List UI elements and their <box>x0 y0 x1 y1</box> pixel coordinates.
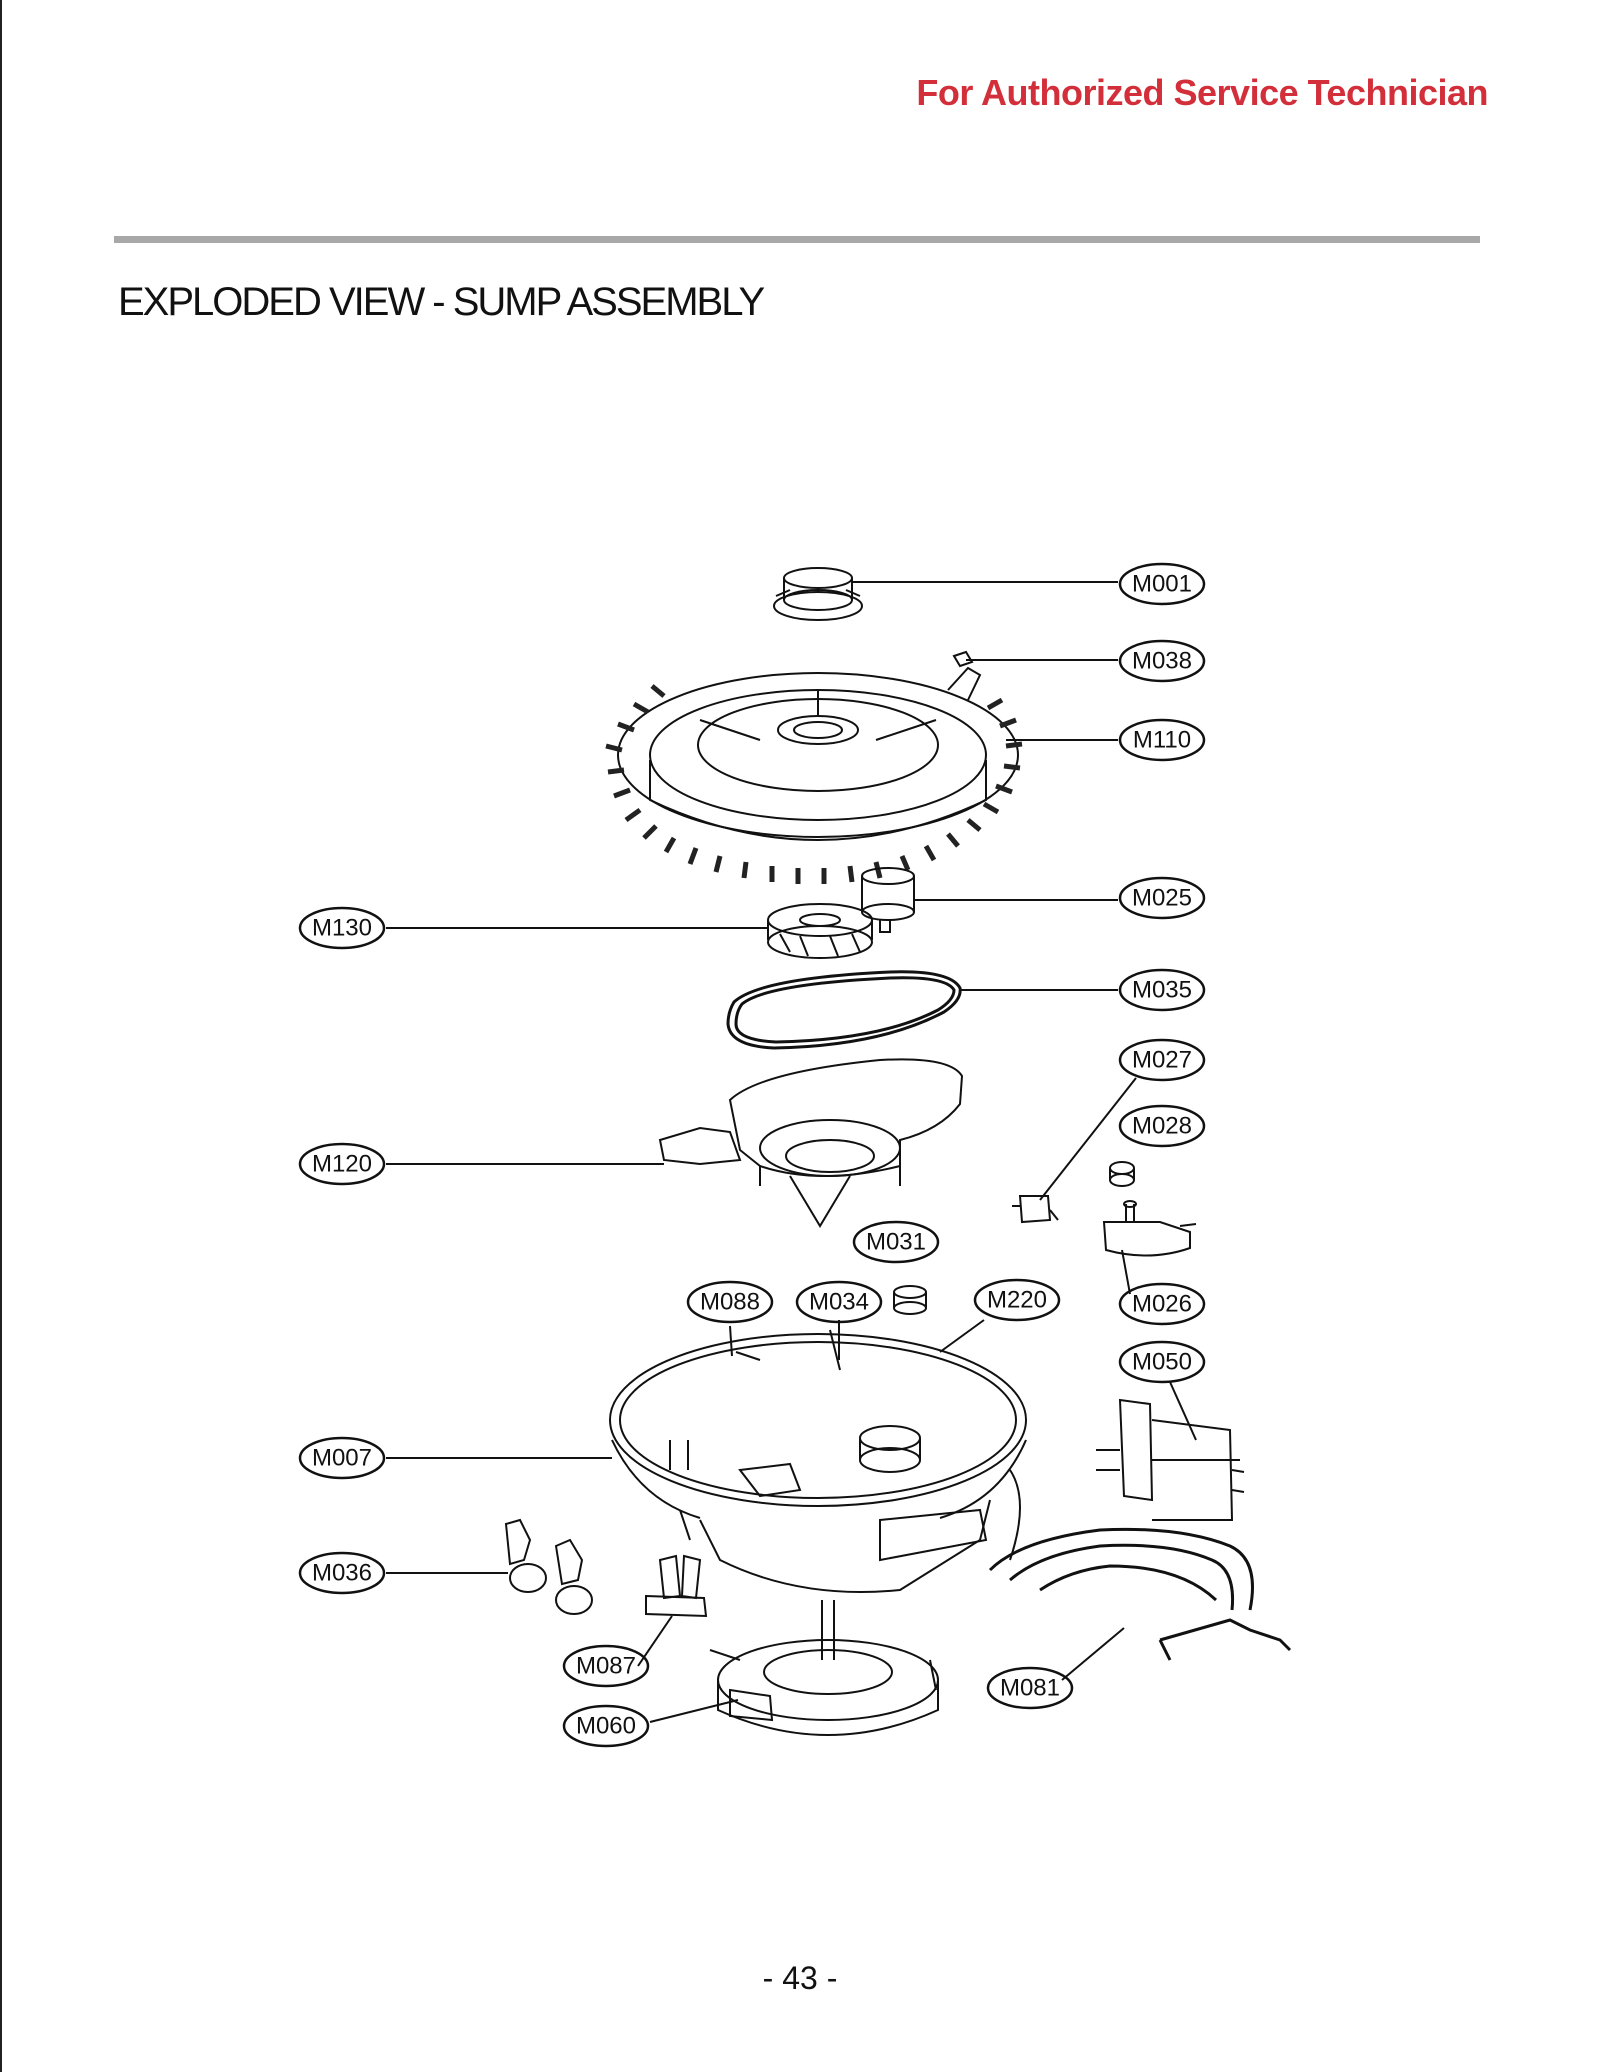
part-m130 <box>767 903 873 959</box>
callout-m034: M034 <box>809 1289 869 1316</box>
callout-m110: M110 <box>1133 727 1191 754</box>
part-m007 <box>609 1329 1027 1593</box>
callout-m088: M088 <box>700 1289 760 1316</box>
part-m028 <box>1109 1161 1135 1187</box>
part-m031 <box>893 1285 927 1315</box>
callout-m026: M026 <box>1132 1291 1192 1318</box>
callout-m120: M120 <box>312 1151 372 1178</box>
callout-bubbles <box>298 562 1206 1748</box>
callout-m220: M220 <box>987 1287 1047 1314</box>
part-m050 <box>1096 1398 1245 1521</box>
callout-m027: M027 <box>1132 1047 1192 1074</box>
part-m027 <box>1012 1195 1059 1224</box>
callout-m001: M001 <box>1132 571 1192 598</box>
part-m087 <box>645 1554 708 1618</box>
part-m110-teeth <box>605 684 1023 884</box>
part-m025 <box>861 867 915 933</box>
part-m026 <box>1102 1200 1197 1257</box>
part-m036 <box>504 1518 593 1615</box>
callout-m031: M031 <box>866 1229 926 1256</box>
callout-m007: M007 <box>312 1445 372 1472</box>
page-number: - 43 - <box>762 1960 838 1996</box>
part-m110 <box>617 666 1019 841</box>
part-m001 <box>773 567 863 621</box>
callout-m025: M025 <box>1132 885 1192 912</box>
header-rule <box>114 236 1480 243</box>
callout-m130: M130 <box>312 915 372 942</box>
part-m120 <box>658 1058 964 1228</box>
callout-m036: M036 <box>312 1560 372 1587</box>
callout-m060: M060 <box>576 1713 636 1740</box>
page-title: EXPLODED VIEW - SUMP ASSEMBLY <box>118 280 765 324</box>
part-m081 <box>988 1527 1292 1661</box>
callout-m038: M038 <box>1132 648 1192 675</box>
part-m060 <box>709 1600 939 1736</box>
callout-m050: M050 <box>1132 1349 1192 1376</box>
callout-m081: M081 <box>1000 1675 1060 1702</box>
page-border <box>0 0 2 2072</box>
part-m038 <box>952 650 974 668</box>
callout-m087: M087 <box>576 1653 636 1680</box>
callout-m028: M028 <box>1132 1113 1192 1140</box>
part-m035 <box>726 970 962 1050</box>
callout-m035: M035 <box>1132 977 1192 1004</box>
leader-lines <box>386 581 1197 1723</box>
header-note: For Authorized Service Technician <box>916 72 1488 113</box>
